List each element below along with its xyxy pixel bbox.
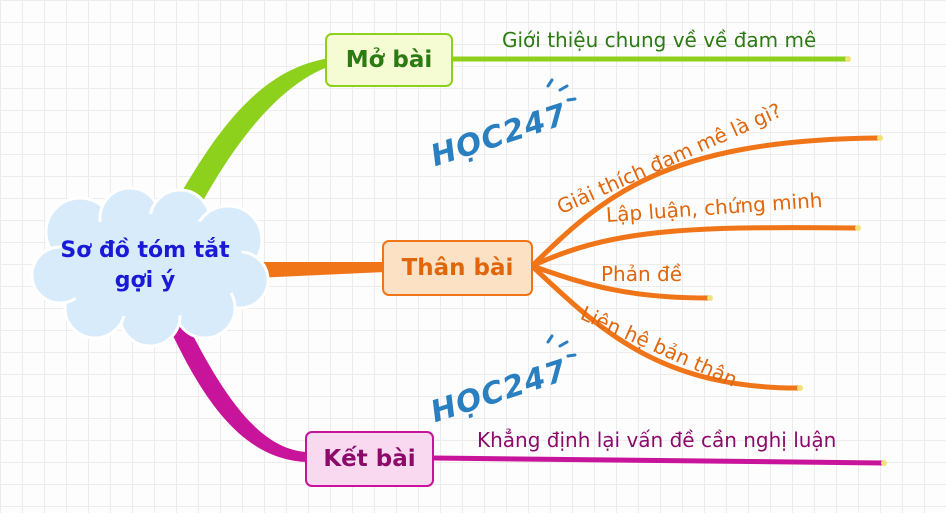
root-title-line-2: gợi ý (114, 268, 176, 293)
node-mo-bai[interactable]: Mở bài (325, 33, 453, 87)
root-node: Sơ đồ tóm tắt gợi ý (40, 236, 250, 296)
node-ket-bai-label: Kết bài (323, 446, 416, 472)
line-than-bai-item-3 (529, 263, 711, 301)
connector-mo-bai (160, 58, 330, 235)
line-than-bai-item-2 (529, 225, 859, 269)
line-mo-bai-end (845, 56, 851, 62)
line-than-bai-item-1 (529, 135, 881, 269)
root-title-line-1: Sơ đồ tóm tắt (60, 238, 230, 263)
node-than-bai-label: Thân bài (401, 255, 514, 281)
connector-than-bai (255, 262, 385, 278)
node-ket-bai[interactable]: Kết bài (305, 431, 434, 487)
line-ket-bai-item (430, 455, 885, 466)
node-than-bai[interactable]: Thân bài (382, 240, 533, 296)
line-than-bai-item-4 (529, 263, 801, 391)
root-cloud (30, 186, 270, 348)
leaf-mo-bai-1: Giới thiệu chung về về đam mê (502, 28, 817, 52)
leaf-than-bai-3: Phản đề (601, 262, 683, 286)
leaf-ket-bai-1: Khẳng định lại vấn đề cần nghị luận (477, 428, 837, 452)
node-mo-bai-label: Mở bài (345, 47, 433, 73)
watermark-sparks (546, 78, 577, 358)
